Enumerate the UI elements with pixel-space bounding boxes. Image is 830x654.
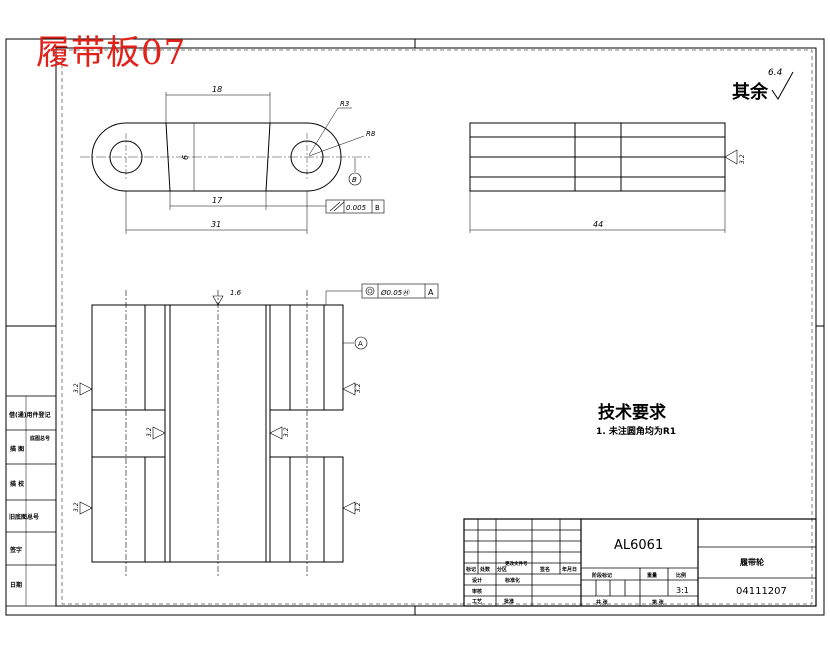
- tb-h-count: 处数: [479, 566, 491, 573]
- tech-requirements-title: 技术要求: [598, 403, 666, 423]
- rough-top: 1.6: [230, 289, 242, 297]
- inner-border: [55, 47, 817, 607]
- position-datum: A: [428, 288, 434, 297]
- side-label-3: 旧底图总号: [9, 513, 39, 521]
- side-label-0: 借(通)用件登记: [8, 411, 51, 419]
- rough-left-1: 3.2: [73, 383, 80, 393]
- zone-border: [61, 49, 813, 605]
- tb-design: 设计: [472, 577, 482, 584]
- side-label-2: 描 校: [10, 480, 25, 488]
- tb-std: 标准化: [504, 577, 520, 584]
- datum-a-label: A: [358, 340, 363, 348]
- datum-b-label: B: [352, 176, 357, 184]
- flatness-value: 0.005: [346, 204, 367, 212]
- tb-h-sign: 签名: [539, 566, 550, 573]
- top-view: [79, 283, 439, 578]
- tb-stage: 阶段标记: [592, 572, 612, 579]
- dim-6: 6: [181, 155, 190, 160]
- drawing-title: 履带板07: [36, 33, 187, 73]
- dim-r3: R3: [340, 100, 349, 108]
- tb-approve: 批准: [504, 598, 514, 605]
- tb-sheet-no: 第 张: [652, 599, 665, 606]
- scale-value: 3:1: [676, 586, 689, 595]
- dim-r8: R8: [366, 130, 376, 138]
- dim-31: 31: [211, 220, 221, 229]
- rough-right-1: 3.2: [355, 383, 362, 393]
- part-name: 履带轮: [740, 558, 764, 567]
- dim-17: 17: [212, 196, 223, 205]
- roughness-value: 6.4: [768, 68, 783, 78]
- drawing-number: 04111207: [736, 586, 787, 597]
- roughness-symbol: [771, 71, 794, 100]
- position-tolerance: Ø0.05Ⓜ: [380, 289, 410, 297]
- outer-frame: [5, 38, 825, 616]
- side-label-1: 描 图: [10, 445, 24, 453]
- tb-sheet-total: 共 张: [596, 599, 609, 606]
- tb-h-mark: 标记: [465, 566, 476, 573]
- tb-h-change: 更改文件号: [505, 560, 528, 567]
- side-label-5: 日期: [10, 581, 22, 589]
- rough-left-2: 3.2: [73, 502, 80, 512]
- side-column-table: [5, 395, 57, 607]
- tb-h-zone: 分区: [497, 566, 507, 573]
- tb-scale-label: 比例: [676, 572, 686, 579]
- roughness-prefix: 其余: [732, 82, 768, 103]
- tb-process: 工艺: [472, 598, 482, 605]
- side-label-4: 签字: [9, 546, 22, 554]
- title-block: [463, 518, 817, 607]
- rough-side-view: 3.2: [739, 154, 746, 164]
- tb-weight: 重量: [647, 572, 657, 579]
- rough-inner-left: 3.2: [146, 427, 153, 437]
- material: AL6061: [614, 538, 664, 553]
- tb-check: 审核: [472, 588, 482, 595]
- rough-right-2: 3.2: [355, 502, 362, 512]
- side-view: [469, 122, 738, 233]
- rough-inner-right: 3.2: [283, 427, 290, 437]
- dim-18: 18: [212, 85, 222, 94]
- tech-requirement-1: 1. 未注圆角均为R1: [596, 427, 677, 437]
- front-view: [80, 92, 385, 234]
- side-label-6: 底图总号: [29, 435, 50, 442]
- dim-44: 44: [593, 220, 603, 229]
- tb-h-date: 年月日: [562, 566, 577, 573]
- flatness-datum: B: [375, 204, 380, 212]
